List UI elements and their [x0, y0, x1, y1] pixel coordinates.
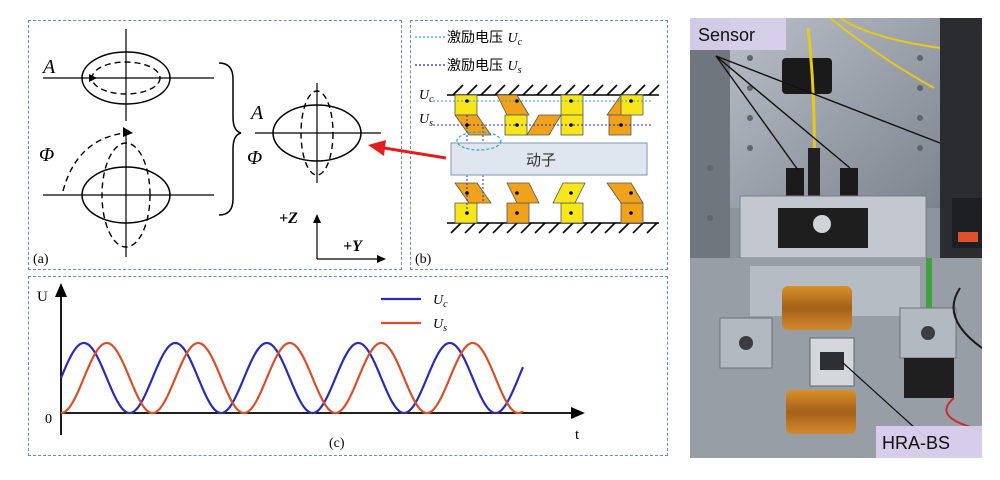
label-sensor: Sensor	[698, 25, 755, 45]
legend-series-uc-symbol: U	[433, 293, 444, 308]
setup-photo: Sensor HRA-BS	[690, 18, 982, 458]
ellipse-right	[255, 83, 381, 183]
symbol-phi-left: Φ	[39, 144, 54, 166]
mover-bar	[450, 142, 648, 176]
row-uc-sub: c	[429, 94, 434, 105]
legend-uc-text: 激励电压	[447, 29, 507, 46]
x-axis-label: t	[575, 427, 580, 443]
connection-dots	[465, 99, 633, 215]
mover-label: 动子	[526, 151, 556, 169]
legend-series-us-symbol: U	[433, 317, 444, 332]
svg-text:激励电压 Uc: 激励电压 Uc	[447, 29, 523, 48]
legend-uc-sub: c	[518, 37, 523, 48]
svg-text:Us: Us	[419, 112, 433, 129]
bottom-stator-wall	[447, 222, 659, 234]
axis-label-y: +Y	[343, 238, 363, 255]
row-us-sub: s	[429, 118, 433, 129]
origin-label: 0	[45, 412, 52, 427]
panel-b-figure: 激励电压 Uc 激励电压 Us	[415, 29, 660, 267]
series-uc-line	[59, 341, 525, 415]
panel-a: A Φ A Φ +Z +Y (a)	[28, 20, 402, 270]
legend-us-sub: s	[518, 65, 522, 76]
panel-label-a: (a)	[33, 252, 49, 267]
legend-series-uc-sub: c	[443, 299, 448, 310]
panel-b: 激励电压 Uc 激励电压 Us	[410, 20, 668, 270]
symbol-a-right: A	[249, 102, 264, 124]
setup-photo-drawing: Sensor HRA-BS	[690, 18, 982, 458]
waveform-chart: U t 0 Uc Us (c)	[37, 283, 585, 451]
axis-indicator	[313, 214, 386, 263]
symbol-a-top: A	[41, 56, 56, 78]
legend-uc-symbol: U	[507, 31, 518, 46]
row-uc-symbol: U	[419, 88, 430, 103]
curly-brace	[218, 62, 242, 216]
y-axis-arrow	[55, 283, 67, 297]
panel-label-b: (b)	[415, 252, 432, 267]
x-axis-arrow	[571, 407, 585, 419]
axis-label-z: +Z	[279, 210, 298, 227]
legend-series-us-sub: s	[443, 323, 447, 334]
svg-text:Us: Us	[433, 317, 447, 334]
panel-c: U t 0 Uc Us (c)	[28, 276, 668, 456]
panel-label-c: (c)	[329, 436, 345, 451]
svg-text:Uc: Uc	[419, 88, 434, 105]
series-us-line	[60, 341, 524, 415]
legend-us-symbol: U	[507, 59, 518, 74]
legend-us-text: 激励电压	[447, 57, 507, 74]
ellipse-top-left	[43, 29, 214, 121]
svg-text:Uc: Uc	[433, 293, 448, 310]
row-us-symbol: U	[419, 112, 430, 127]
excitation-wiring	[433, 100, 651, 211]
contact-highlight	[456, 131, 502, 151]
svg-text:激励电压 Us: 激励电压 Us	[447, 57, 522, 76]
top-stator-wall	[447, 84, 660, 96]
ellipse-bottom-left	[43, 127, 214, 257]
symbol-phi-right: Φ	[247, 147, 262, 169]
label-hra-bs: HRA-BS	[882, 433, 950, 453]
y-axis-label: U	[37, 289, 48, 305]
panel-a-figure: A Φ A Φ +Z +Y (a)	[33, 29, 386, 267]
